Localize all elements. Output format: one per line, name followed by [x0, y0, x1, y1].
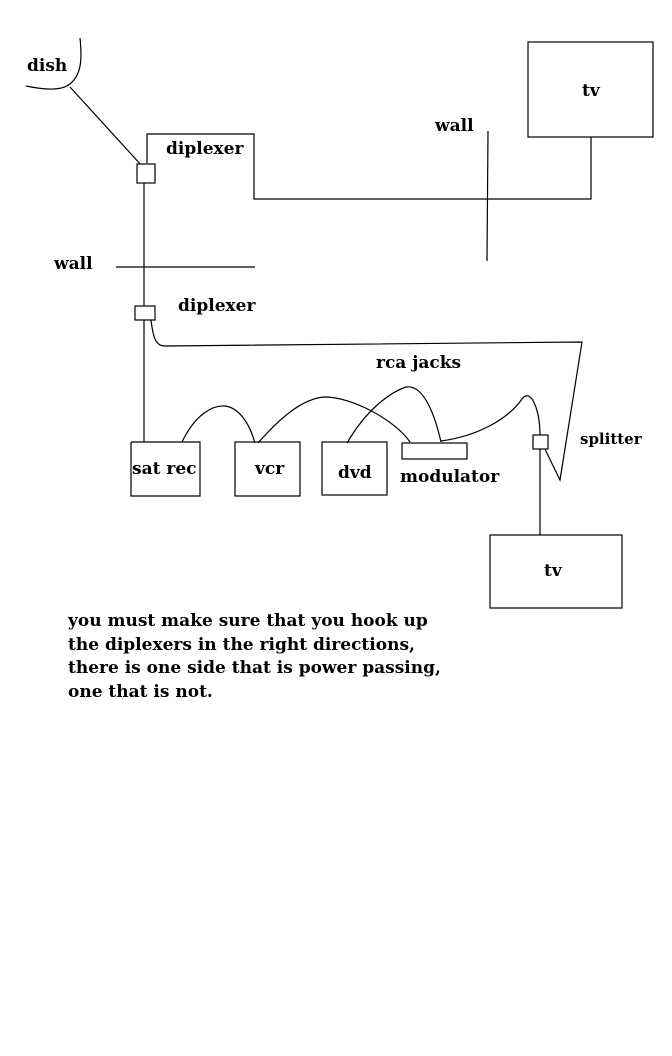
dvd-box	[321, 441, 388, 496]
vcr-box	[234, 441, 301, 497]
satellite-dish-shape	[25, 37, 82, 90]
rca-cable-dvd-modulator	[346, 386, 442, 444]
note-line-2: the diplexers in the right directions,	[68, 634, 415, 655]
dvd-label: dvd	[338, 463, 372, 483]
instruction-note: you must make sure that you hook up the …	[68, 610, 628, 704]
tv-bottom-box	[489, 534, 623, 609]
wall-right-label: wall	[434, 116, 474, 136]
wall-right-line	[486, 130, 489, 262]
modulator-label: modulator	[400, 467, 500, 487]
diplexer-bottom-label: diplexer	[178, 296, 256, 316]
note-line-1: you must make sure that you hook up	[68, 611, 428, 631]
tv-top-box	[527, 41, 654, 138]
diplexer-top-port	[136, 163, 156, 184]
sat-rec-box	[130, 441, 201, 497]
diplexer-bottom-port	[134, 305, 156, 321]
wall-left-label: wall	[53, 254, 93, 274]
rca-jacks-label: rca jacks	[376, 353, 461, 373]
dish-label: dish	[27, 56, 67, 76]
tv-top-label: tv	[582, 81, 601, 101]
dish-cable	[69, 86, 143, 167]
note-line-4: one that is not.	[68, 681, 213, 702]
diplexer-top-outline	[146, 133, 592, 200]
diplexer-to-splitter-cable	[150, 319, 583, 482]
diplexer-top-label: diplexer	[166, 139, 244, 159]
rca-cable-vcr-modulator	[257, 396, 411, 444]
note-line-3: there is one side that is power passing,	[68, 658, 441, 678]
vcr-label: vcr	[254, 459, 285, 479]
modulator-box	[401, 442, 468, 460]
sat-rec-label: sat rec	[132, 459, 196, 479]
tv-bottom-label: tv	[544, 561, 563, 581]
rca-cable-modulator-splitter	[440, 395, 541, 442]
splitter-port	[532, 434, 549, 450]
splitter-label: splitter	[580, 430, 643, 448]
rca-cable-satrec-vcr	[181, 405, 256, 444]
